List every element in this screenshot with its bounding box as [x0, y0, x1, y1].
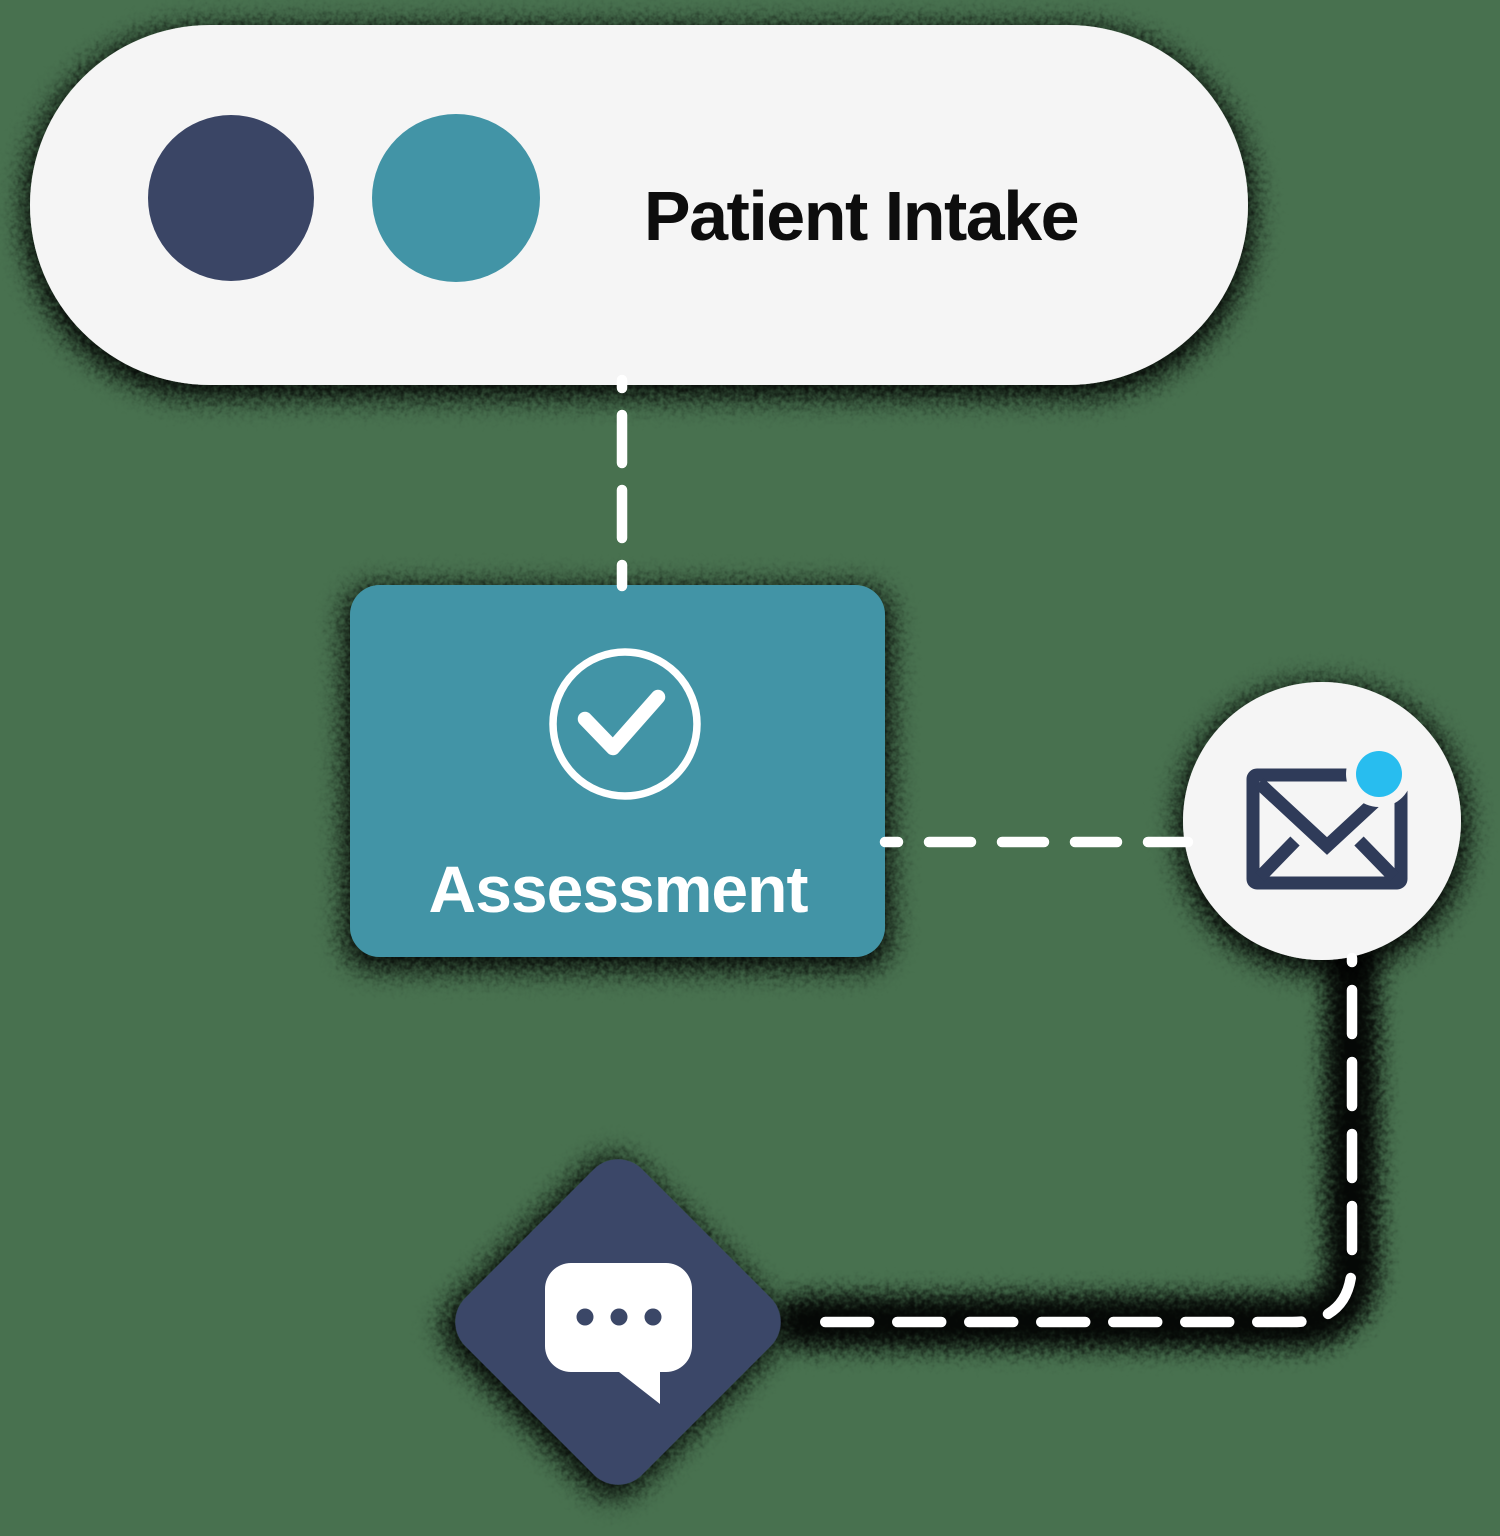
email-node: [1183, 682, 1461, 960]
chat-dot: [610, 1308, 628, 1326]
chat-bubble: [545, 1263, 692, 1404]
check-mark: [577, 689, 666, 756]
envelope-fold-left: [1255, 836, 1300, 882]
patient-intake-pill: [30, 25, 1248, 385]
check-circle-ring: [549, 648, 701, 800]
navy-dot: [148, 115, 314, 281]
chat-node: [455, 1159, 781, 1485]
assessment-node: Assessment: [350, 585, 885, 957]
assessment-card: [350, 585, 885, 957]
check-circle-icon: [549, 648, 701, 800]
envelope-notification-icon: [1246, 741, 1412, 890]
email-circle: [1183, 682, 1461, 960]
envelope-fold-right: [1354, 836, 1399, 882]
notification-dot: [1356, 751, 1402, 797]
envelope-body: [1246, 768, 1408, 890]
chat-bubble-icon: [545, 1263, 692, 1404]
chat-dot: [576, 1308, 594, 1326]
chat-dot: [644, 1308, 662, 1326]
chat-bubble-dots: [576, 1308, 662, 1326]
teal-dot: [372, 114, 540, 282]
connector-email-chat: [796, 952, 1358, 1328]
patient-intake-label: Patient Intake: [644, 177, 1078, 255]
patient-intake-node: Patient Intake: [30, 25, 1248, 385]
connectors: [616, 374, 1358, 1328]
assessment-label: Assessment: [429, 852, 809, 926]
